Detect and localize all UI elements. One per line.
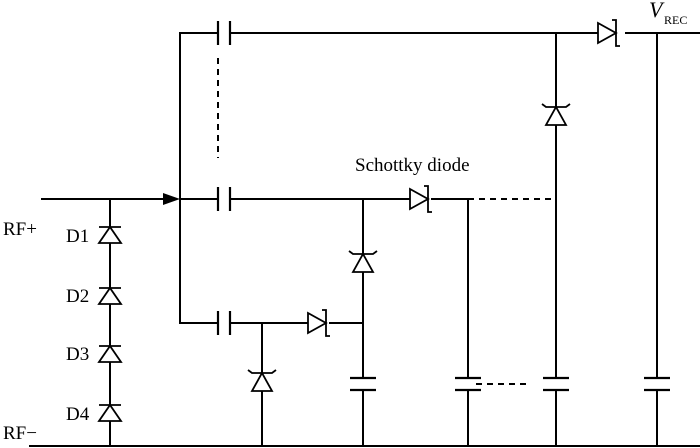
rf-minus-label: RF− (3, 423, 37, 444)
capacitor-bot (216, 311, 232, 335)
schottky-diodes (247, 19, 620, 392)
rf-input-arrow (163, 193, 180, 205)
diode-d3 (97, 344, 123, 363)
schottky-diode-mid (409, 185, 432, 213)
d4-label: D4 (66, 404, 90, 425)
schottky-diode-bot (307, 309, 330, 337)
d2-label: D2 (66, 286, 89, 307)
schottky-diode-556 (541, 103, 571, 126)
series-capacitors (216, 21, 232, 335)
schottky-diode-output (597, 19, 620, 47)
vrec-label: V (649, 0, 665, 22)
capacitor-shunt-2 (455, 376, 481, 392)
capacitor-shunt-3 (543, 376, 569, 392)
dashed-lines (217, 58, 556, 385)
d3-label: D3 (66, 344, 89, 365)
d1-label: D1 (66, 226, 89, 247)
rf-plus-label: RF+ (3, 219, 37, 240)
schottky-diode-label: Schottky diode (355, 155, 470, 176)
diode-d1 (97, 225, 123, 244)
diode-d4 (97, 403, 123, 422)
capacitor-top (216, 21, 232, 45)
schottky-diode-262 (247, 369, 277, 392)
shunt-capacitors (350, 376, 670, 392)
capacitor-shunt-1 (350, 376, 376, 392)
capacitor-mid (216, 187, 232, 211)
vrec-subscript: REC (664, 13, 687, 27)
wires (29, 32, 700, 447)
capacitor-output (644, 376, 670, 392)
diode-ladder (97, 225, 123, 422)
diode-d2 (97, 286, 123, 305)
labels: RF+ RF− D1 D2 D3 D4 Schottky diode V REC (3, 0, 687, 444)
schottky-diode-363 (348, 250, 378, 273)
